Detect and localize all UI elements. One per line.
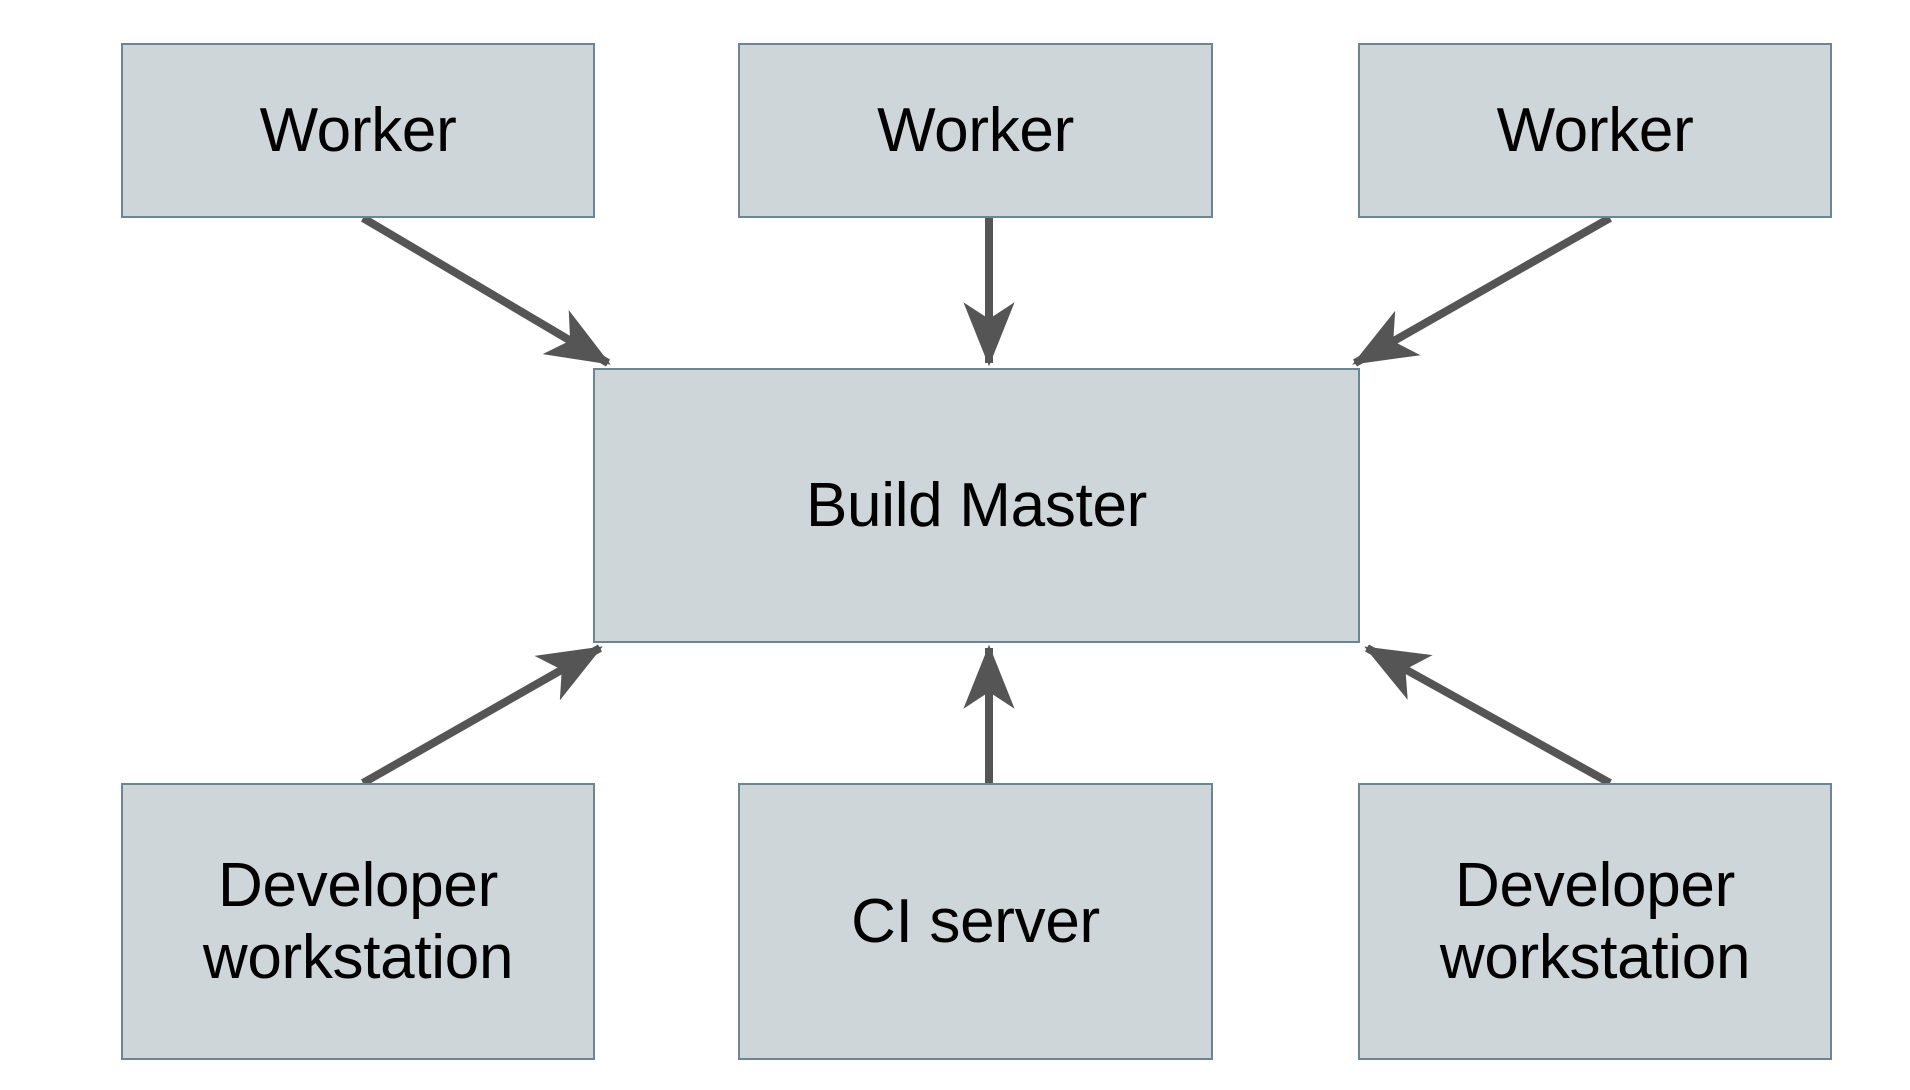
node-label-ci-server: CI server bbox=[851, 886, 1100, 956]
node-developer-workstation-2[interactable]: Developer workstation bbox=[1358, 783, 1832, 1060]
node-build-master[interactable]: Build Master bbox=[593, 368, 1360, 643]
edge-worker-1-to-build-master bbox=[360, 214, 611, 367]
edge-worker-3-to-build-master bbox=[1352, 214, 1612, 367]
node-label-build-master: Build Master bbox=[806, 470, 1147, 540]
node-label-worker-2: Worker bbox=[877, 95, 1074, 165]
node-developer-workstation-1[interactable]: Developer workstation bbox=[121, 783, 595, 1060]
edge-developer-workstation-2-to-build-master bbox=[1364, 644, 1612, 787]
node-label-developer-workstation-2: Developer workstation bbox=[1439, 851, 1751, 992]
node-label-worker-1: Worker bbox=[259, 95, 457, 165]
node-worker-3[interactable]: Worker bbox=[1358, 43, 1832, 218]
node-ci-server[interactable]: CI server bbox=[738, 783, 1213, 1060]
edge-developer-workstation-1-to-build-master bbox=[361, 644, 603, 787]
node-worker-2[interactable]: Worker bbox=[738, 43, 1213, 218]
node-label-worker-3: Worker bbox=[1496, 95, 1694, 165]
node-label-developer-workstation-1: Developer workstation bbox=[202, 851, 514, 992]
node-worker-1[interactable]: Worker bbox=[121, 43, 595, 218]
